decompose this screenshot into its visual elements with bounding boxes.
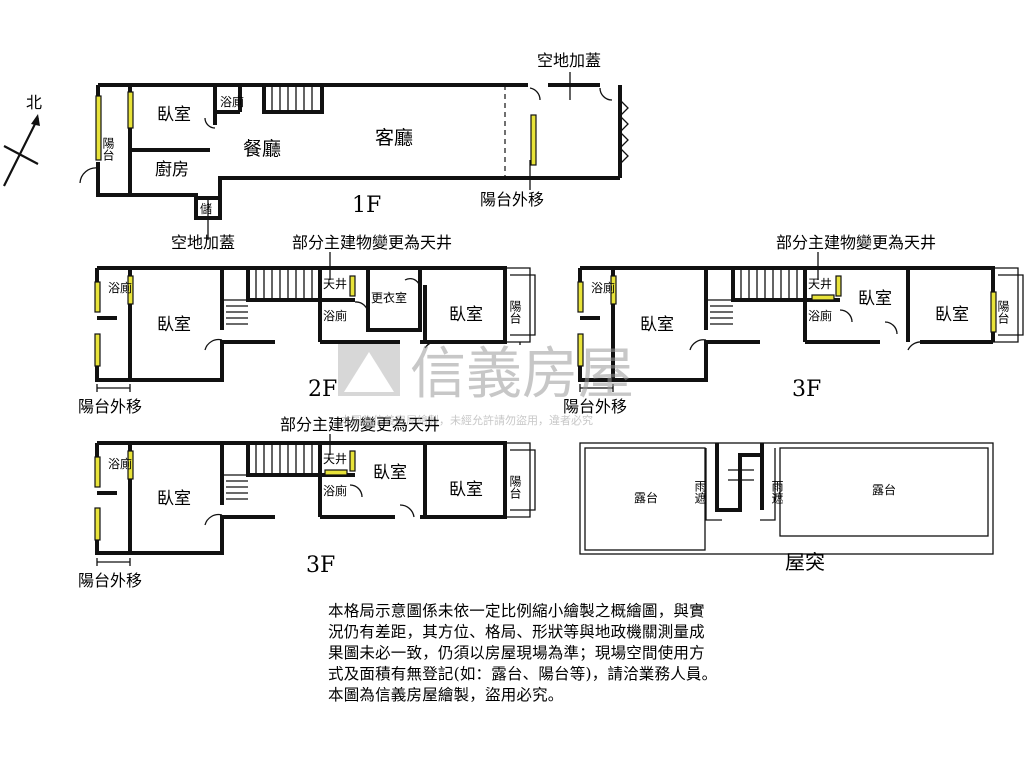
floor1-room-balcony: 陽台: [101, 137, 115, 161]
floor3b-room-balcony: 陽台: [508, 475, 522, 499]
floor3a-annotation-balcony-moved: 陽台外移: [563, 397, 627, 416]
floor3a-room-bedroom-right: 臥室: [935, 305, 969, 325]
roof-room-terrace-right: 露台: [872, 482, 896, 497]
floor3a-room-skylight: 天井: [808, 277, 832, 291]
floor3b-room-bath-mid: 浴廁: [323, 483, 347, 498]
floor-3a-plan: [577, 266, 1024, 392]
roof-label: 屋突: [785, 550, 825, 574]
disclaimer-line: 本圖為信義房屋繪製，盜用必究。: [328, 686, 564, 704]
floor3b-label: 3F: [306, 553, 335, 578]
floor2-room-closet: 更衣室: [371, 290, 407, 305]
floor-3b-plan: [94, 441, 536, 566]
compass-arrow: [3, 117, 39, 187]
floor1-room-bedroom: 臥室: [157, 105, 191, 125]
floor1-annotation-open-area-bottom: 空地加蓋: [171, 233, 235, 252]
disclaimer-line: 本格局示意圖係未依一定比例縮小繪製之概繪圖，與實: [328, 602, 705, 620]
floor1-label: 1F: [352, 193, 381, 218]
disclaimer-note: 本格局示意圖係未依一定比例縮小繪製之概繪圖，與實 況仍有差距，其方位、格局、形狀…: [328, 601, 798, 706]
floor2-room-balcony: 陽台: [508, 300, 522, 324]
floor3a-room-bedroom-left: 臥室: [640, 315, 674, 335]
floor3b-room-bedroom-right: 臥室: [449, 480, 483, 500]
floor2-room-bedroom-right: 臥室: [449, 305, 483, 325]
watermark-brand: 信義房屋: [410, 342, 634, 407]
floor3b-room-bath: 浴廁: [108, 456, 132, 471]
floor3a-label: 3F: [792, 377, 821, 402]
watermark: 信義房屋 本圖為信義房屋繪製，未經允許請勿盜用，違者必究: [338, 342, 634, 427]
floor1-room-bath: 浴廁: [220, 94, 244, 109]
disclaimer-line: 式及面積有無登記(如：露台、陽台等)，請洽業務人員。: [328, 665, 718, 683]
floor3b-room-bedroom-left: 臥室: [157, 489, 191, 509]
roof-room-shelter-left: 雨遮: [693, 480, 707, 504]
floor2-room-skylight: 天井: [323, 277, 347, 291]
floor1-annotation-open-area-top: 空地加蓋: [537, 51, 601, 70]
floor3a-room-bedroom-mid: 臥室: [858, 289, 892, 309]
compass-cross-line: [3, 145, 39, 165]
floor2-annotation-balcony-moved: 陽台外移: [78, 397, 142, 416]
floor3b-annotation-balcony-moved: 陽台外移: [78, 571, 142, 590]
roof-room-terrace-left: 露台: [634, 490, 658, 505]
compass-north-label: 北: [26, 93, 42, 112]
floor3a-room-bath-mid: 浴廁: [808, 308, 832, 323]
floor2-label: 2F: [308, 377, 337, 402]
floor3b-room-skylight: 天井: [323, 452, 347, 466]
floor1-room-living: 客廳: [375, 127, 413, 149]
floor2-room-bath-mid: 浴廁: [323, 308, 347, 323]
floor-1-plan: [79, 72, 629, 240]
floor3a-room-balcony: 陽台: [996, 300, 1010, 324]
floor2-annotation-skylight-change: 部分主建物變更為天井: [292, 233, 452, 252]
floor3b-annotation-skylight-change: 部分主建物變更為天井: [280, 415, 440, 434]
floor3b-room-bedroom-mid: 臥室: [373, 463, 407, 483]
disclaimer-line: 果圖未必一致，仍須以房屋現場為準；現場空間使用方: [328, 644, 705, 662]
compass-arrow-head: [31, 114, 40, 126]
compass: 北: [3, 93, 42, 187]
disclaimer-line: 況仍有差距，其方位、格局、形狀等與地政機關測量成: [328, 623, 705, 641]
floor3a-annotation-skylight-change: 部分主建物變更為天井: [776, 233, 936, 252]
floor2-room-bedroom-left: 臥室: [157, 315, 191, 335]
floor1-annotation-balcony-moved: 陽台外移: [480, 190, 544, 209]
floor-2-plan: [94, 266, 536, 392]
watermark-notice: 本圖為信義房屋繪製，未經允許請勿盜用，違者必究: [340, 413, 593, 427]
floor1-room-storage: 儲: [200, 202, 212, 216]
roof-plan: [579, 442, 994, 555]
floor1-room-kitchen: 廚房: [155, 159, 189, 180]
floor3a-room-bath: 浴廁: [591, 280, 615, 295]
floor1-room-dining: 餐廳: [243, 138, 281, 160]
roof-room-shelter-right: 雨遮: [770, 480, 784, 504]
floor2-room-bath: 浴廁: [108, 280, 132, 295]
